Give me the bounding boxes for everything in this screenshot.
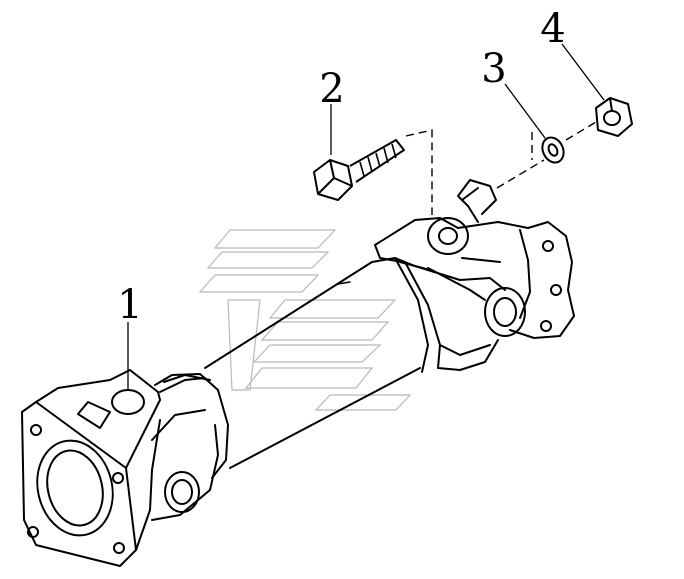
callout-1: 1 bbox=[117, 282, 142, 328]
left-flange-yoke bbox=[21, 369, 219, 567]
assembly-guide-lines bbox=[405, 121, 597, 215]
callout-4: 4 bbox=[540, 6, 565, 52]
watermark-logo bbox=[198, 229, 412, 411]
shaft-tube bbox=[154, 257, 441, 479]
lock-washer bbox=[541, 136, 565, 164]
bolt bbox=[313, 139, 405, 201]
right-yoke bbox=[374, 179, 575, 371]
leader-lines bbox=[127, 43, 605, 390]
hex-nut bbox=[595, 97, 633, 137]
callout-2: 2 bbox=[319, 66, 344, 112]
callout-labels: 1 2 3 4 bbox=[117, 6, 565, 328]
callout-3: 3 bbox=[481, 46, 506, 92]
propeller-shaft bbox=[21, 179, 575, 567]
